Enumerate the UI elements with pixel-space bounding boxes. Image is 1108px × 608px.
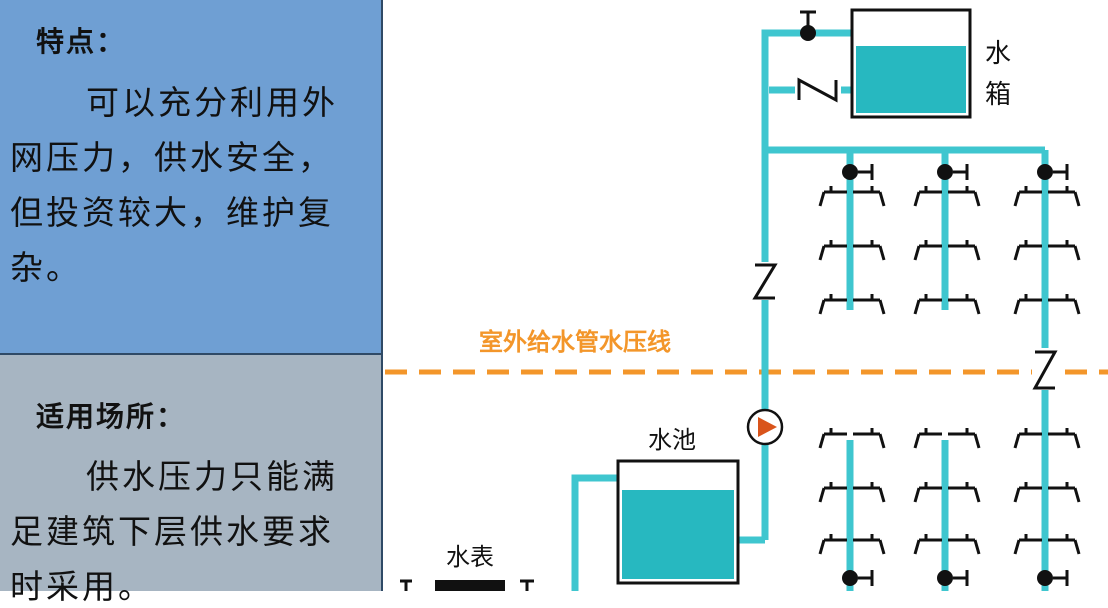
check-valve-icon [795,75,841,103]
faucet-icon [1013,482,1081,503]
faucet-icon [1013,428,1081,449]
applicability-heading: 适用场所： [36,400,187,433]
features-panel: 特点： 可以充分利用外 网压力，供水安全， 但投资较大，维护复 杂。 [0,0,383,355]
faucet-icon [818,240,886,261]
water-tank [850,8,972,119]
faucet-icon [818,482,886,503]
features-line-2: 网压力，供水安全， [10,138,334,177]
faucet-icon [1013,240,1081,261]
check-valves [752,262,1058,390]
water-supply-diagram: 室外给水管水压线 水 箱 [385,8,1108,591]
pressure-line-label: 室外给水管水压线 [479,328,671,356]
faucets [818,186,1081,555]
branch-valves [842,164,1069,586]
meter-label: 水表 [446,543,494,571]
features-line-3: 但投资较大，维护复 [10,193,334,232]
water-pool [616,459,740,585]
features-heading: 特点： [36,25,127,58]
pool-inlet-pipe [571,474,618,591]
features-line-4: 杂。 [10,248,82,287]
pump-icon [746,408,784,446]
water-tank-label-2: 箱 [985,80,1011,110]
faucet-icon [913,482,981,503]
applicability-line-2: 足建筑下层供水要求 [10,512,334,551]
faucet-icon [1013,294,1081,315]
water-meter-icon [400,579,534,591]
faucet-icon [818,534,886,555]
faucet-icon [1013,534,1081,555]
gate-valve-icon [800,10,816,41]
faucet-icon [913,534,981,555]
applicability-line-1: 供水压力只能满 [86,457,338,496]
faucet-icon [1013,186,1081,207]
pool-label: 水池 [648,426,696,454]
applicability-panel: 适用场所： 供水压力只能满 足建筑下层供水要求 时采用。 [0,355,383,606]
faucet-icon [913,428,981,449]
water-tank-label-1: 水 [985,39,1011,69]
riser-pipe [761,29,852,540]
faucet-icon [818,294,886,315]
faucet-icon [913,294,981,315]
faucet-icon [913,240,981,261]
faucet-icon [818,186,886,207]
riser-check-valve-icon [752,262,778,300]
applicability-line-3: 时采用。 [10,567,154,606]
faucet-icon [913,186,981,207]
faucet-icon [818,428,886,449]
branch-check-valve-icon [1032,348,1058,390]
features-line-1: 可以充分利用外 [86,83,338,122]
